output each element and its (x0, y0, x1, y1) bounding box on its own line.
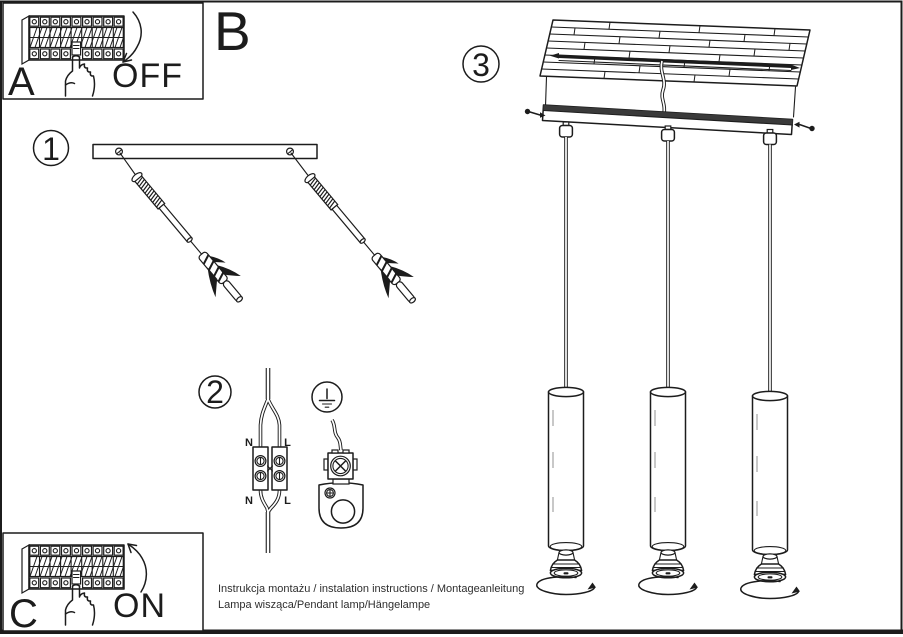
earth-ground-icon (311, 381, 343, 413)
step-1-mounting-bar: 1 (32, 129, 428, 314)
off-label: OFF (112, 57, 183, 95)
ceiling-wire (659, 60, 667, 114)
ceiling-planks (539, 19, 811, 87)
step-3-number: 3 (472, 47, 490, 83)
earth-clamp (318, 449, 364, 529)
pendant-lamp-middle (638, 386, 699, 596)
section-label-b: B (214, 0, 251, 62)
curved-arrow-down-icon (122, 11, 142, 63)
side-screw-left-icon (524, 108, 546, 118)
curved-arrow-up-icon (127, 543, 148, 593)
screw-and-anchor-icon (121, 163, 255, 313)
terminal-label-l-top: L (284, 437, 291, 449)
box-c-label: C (9, 592, 38, 636)
step-3-badge (462, 45, 500, 83)
mounting-bar (92, 143, 318, 160)
terminal-label-n-top: N (245, 437, 253, 449)
installed-bar (550, 53, 800, 72)
terminal-label-l-bottom: L (284, 495, 291, 507)
step-1-number: 1 (42, 131, 60, 167)
on-label: ON (113, 587, 166, 625)
canopy (524, 104, 815, 146)
step-2-wiring: 2 N L N L (198, 368, 364, 553)
pendant-lamp-left (536, 386, 597, 596)
footer-line-2: Lampa wisząca/Pendant lamp/Hängelampe (218, 599, 430, 611)
step-3-assembly: 3 (462, 19, 815, 600)
footer: Instrukcja montażu / instalation instruc… (218, 583, 524, 611)
step-2-badge (198, 375, 232, 409)
power-on-box: C ON (2, 532, 204, 636)
mains-cable (258, 368, 282, 553)
step-1-badge (32, 129, 70, 167)
screw-and-anchor-icon (294, 164, 428, 314)
step-2-number: 2 (206, 374, 224, 410)
terminal-label-n-bottom: N (245, 495, 253, 507)
pendant-lamp-right (740, 390, 801, 600)
power-off-box: A OFF (2, 2, 204, 104)
cord-grip-icon (558, 121, 574, 138)
footer-line-1: Instrukcja montażu / instalation instruc… (218, 583, 524, 595)
earth-wire (330, 419, 343, 451)
box-a-label: A (8, 60, 35, 104)
side-screw-right-icon (794, 121, 815, 132)
suspension-cords (564, 137, 772, 396)
terminal-block (252, 446, 288, 491)
